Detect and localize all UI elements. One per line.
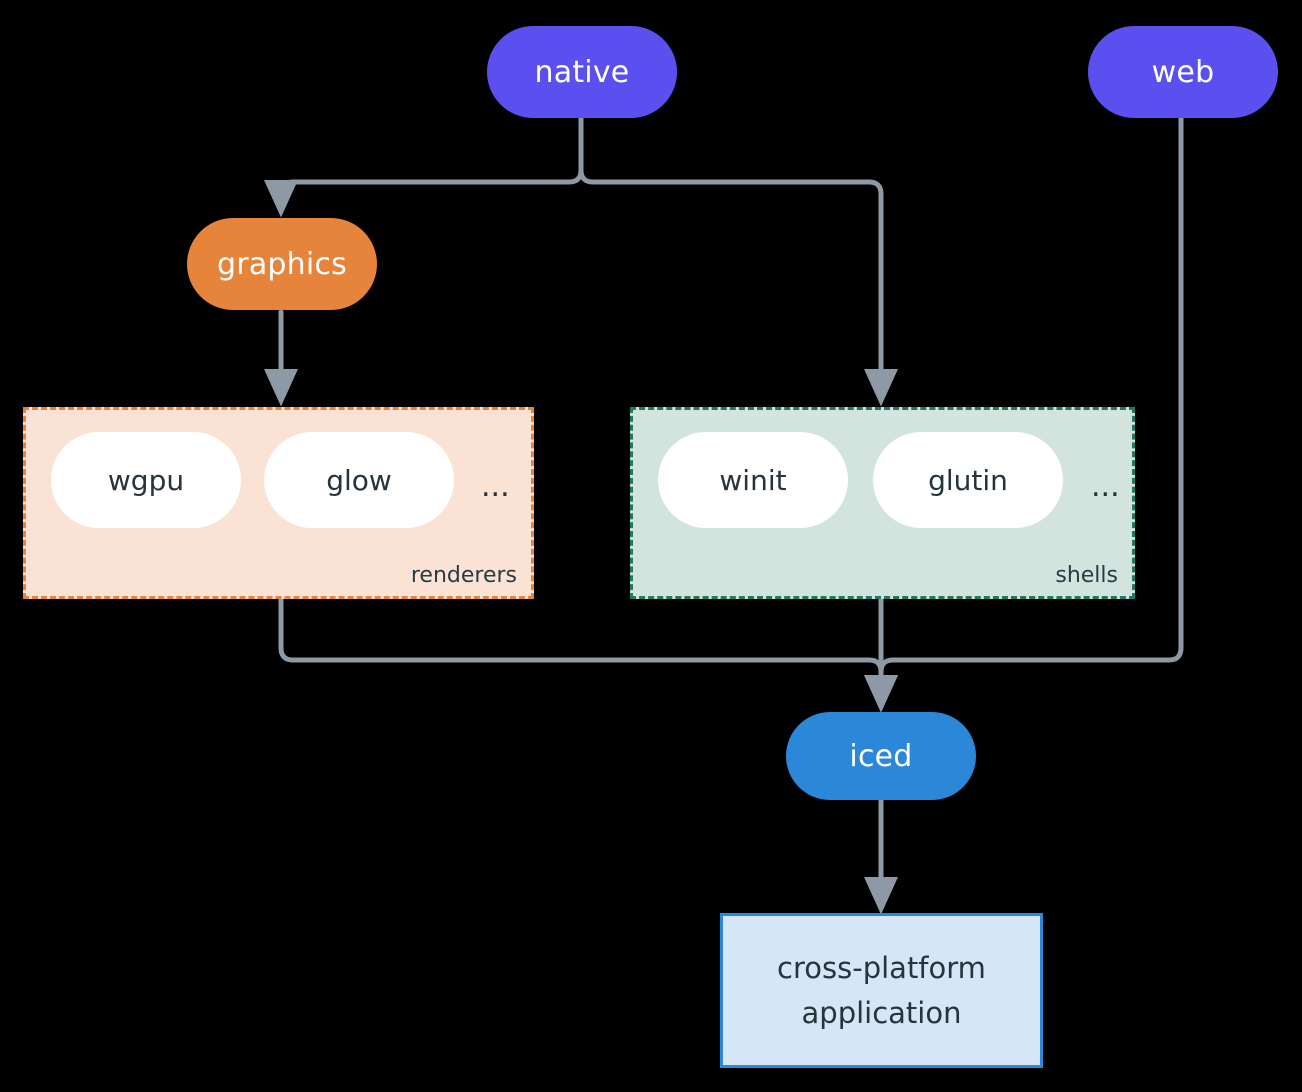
group-renderers-label: renderers — [410, 563, 517, 588]
group-item-glow[interactable]: glow — [264, 432, 454, 528]
group-shells-label: shells — [1055, 563, 1118, 588]
group-renderers-ellipsis: ... — [481, 469, 510, 504]
group-shells: winit glutin ... shells — [630, 407, 1135, 599]
edge-native-to-shells — [578, 113, 898, 407]
node-application-line2: application — [801, 995, 962, 1030]
group-item-wgpu[interactable]: wgpu — [51, 432, 241, 528]
group-shells-ellipsis: ... — [1091, 469, 1120, 504]
group-item-winit[interactable]: winit — [658, 432, 848, 528]
group-item-wgpu-label: wgpu — [107, 463, 185, 497]
node-iced-label: iced — [849, 738, 913, 774]
group-renderers: wgpu glow ... renderers — [23, 407, 534, 599]
group-item-glutin[interactable]: glutin — [873, 432, 1063, 528]
node-cross-platform-application[interactable]: cross-platform application — [720, 913, 1043, 1068]
group-item-winit-label: winit — [719, 463, 787, 497]
node-native-label: native — [534, 54, 630, 90]
group-item-glutin-label: glutin — [928, 463, 1008, 497]
node-web-label: web — [1151, 54, 1215, 90]
node-graphics-label: graphics — [217, 246, 347, 282]
node-graphics[interactable]: graphics — [187, 218, 377, 310]
node-iced[interactable]: iced — [786, 712, 976, 800]
edge-web-to-iced — [864, 113, 1184, 713]
edge-native-to-graphics — [264, 113, 584, 218]
edge-renderers-to-iced — [278, 597, 898, 713]
node-web[interactable]: web — [1088, 26, 1278, 118]
group-item-glow-label: glow — [326, 463, 392, 497]
node-application-line1: cross-platform — [777, 950, 986, 985]
node-native[interactable]: native — [487, 26, 677, 118]
